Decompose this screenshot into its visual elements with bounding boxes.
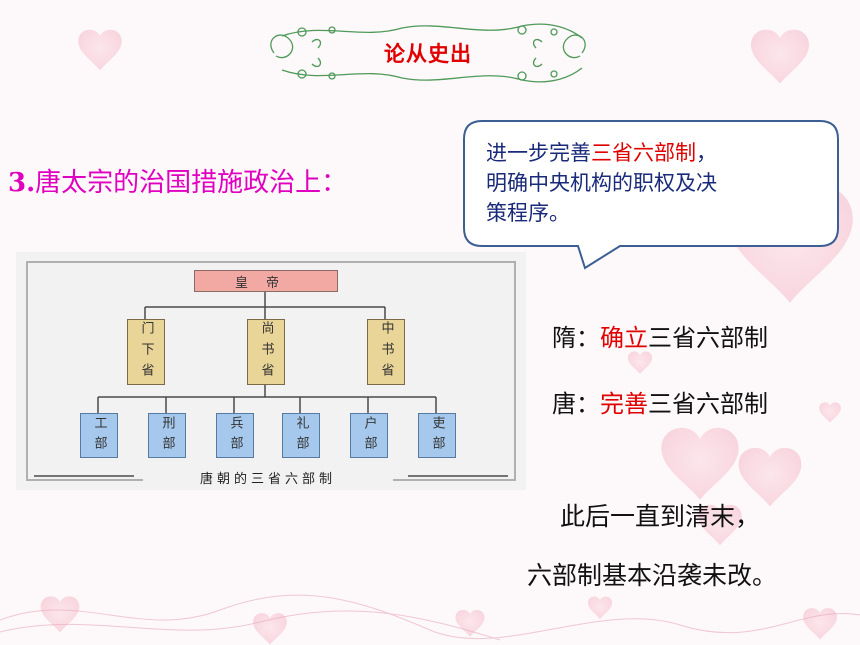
speech-bubble (463, 120, 839, 270)
heading-number: 3. (8, 168, 36, 198)
ministry-rites: 礼部 (282, 413, 320, 458)
conclusion-line-2: 六部制基本沿袭未改。 (527, 561, 778, 590)
bubble-line-3: 策程序。 (486, 201, 570, 225)
page-title: 论从史出 (384, 42, 472, 66)
bubble-text: 进一步完善三省六部制， 明确中央机构的职权及决 策程序。 (486, 138, 826, 228)
heading-text: 唐太宗的治国措施政治上： (35, 168, 348, 198)
ministry-personnel: 吏部 (418, 413, 456, 458)
tang-statement: 唐：完善三省六部制 (552, 390, 768, 418)
ministry-revenue: 户部 (350, 413, 388, 458)
ministry-works: 工部 (80, 413, 118, 458)
province-zhongshu: 中书省 (367, 319, 405, 385)
ministry-justice: 刑部 (148, 413, 186, 458)
emperor-box: 皇帝 (194, 270, 338, 292)
bubble-line-2: 明确中央机构的职权及决 (486, 171, 717, 195)
figure-caption: 唐朝的三省六部制 (143, 468, 393, 487)
title-ornament-frame (270, 23, 586, 83)
tang-verb: 完善 (600, 390, 648, 418)
conclusion-line-1: 此后一直到清末， (560, 502, 761, 531)
sui-verb: 确立 (600, 324, 648, 352)
bubble-line-1: 进一步完善三省六部制， (486, 141, 717, 165)
ministry-war: 兵部 (216, 413, 254, 458)
section-heading: 3.唐太宗的治国措施政治上： (8, 162, 347, 199)
province-shangshu: 尚书省 (247, 319, 285, 385)
province-menxia: 门下省 (127, 319, 165, 385)
bubble-highlight: 三省六部制 (591, 141, 696, 165)
sui-statement: 隋：确立三省六部制 (552, 324, 768, 352)
